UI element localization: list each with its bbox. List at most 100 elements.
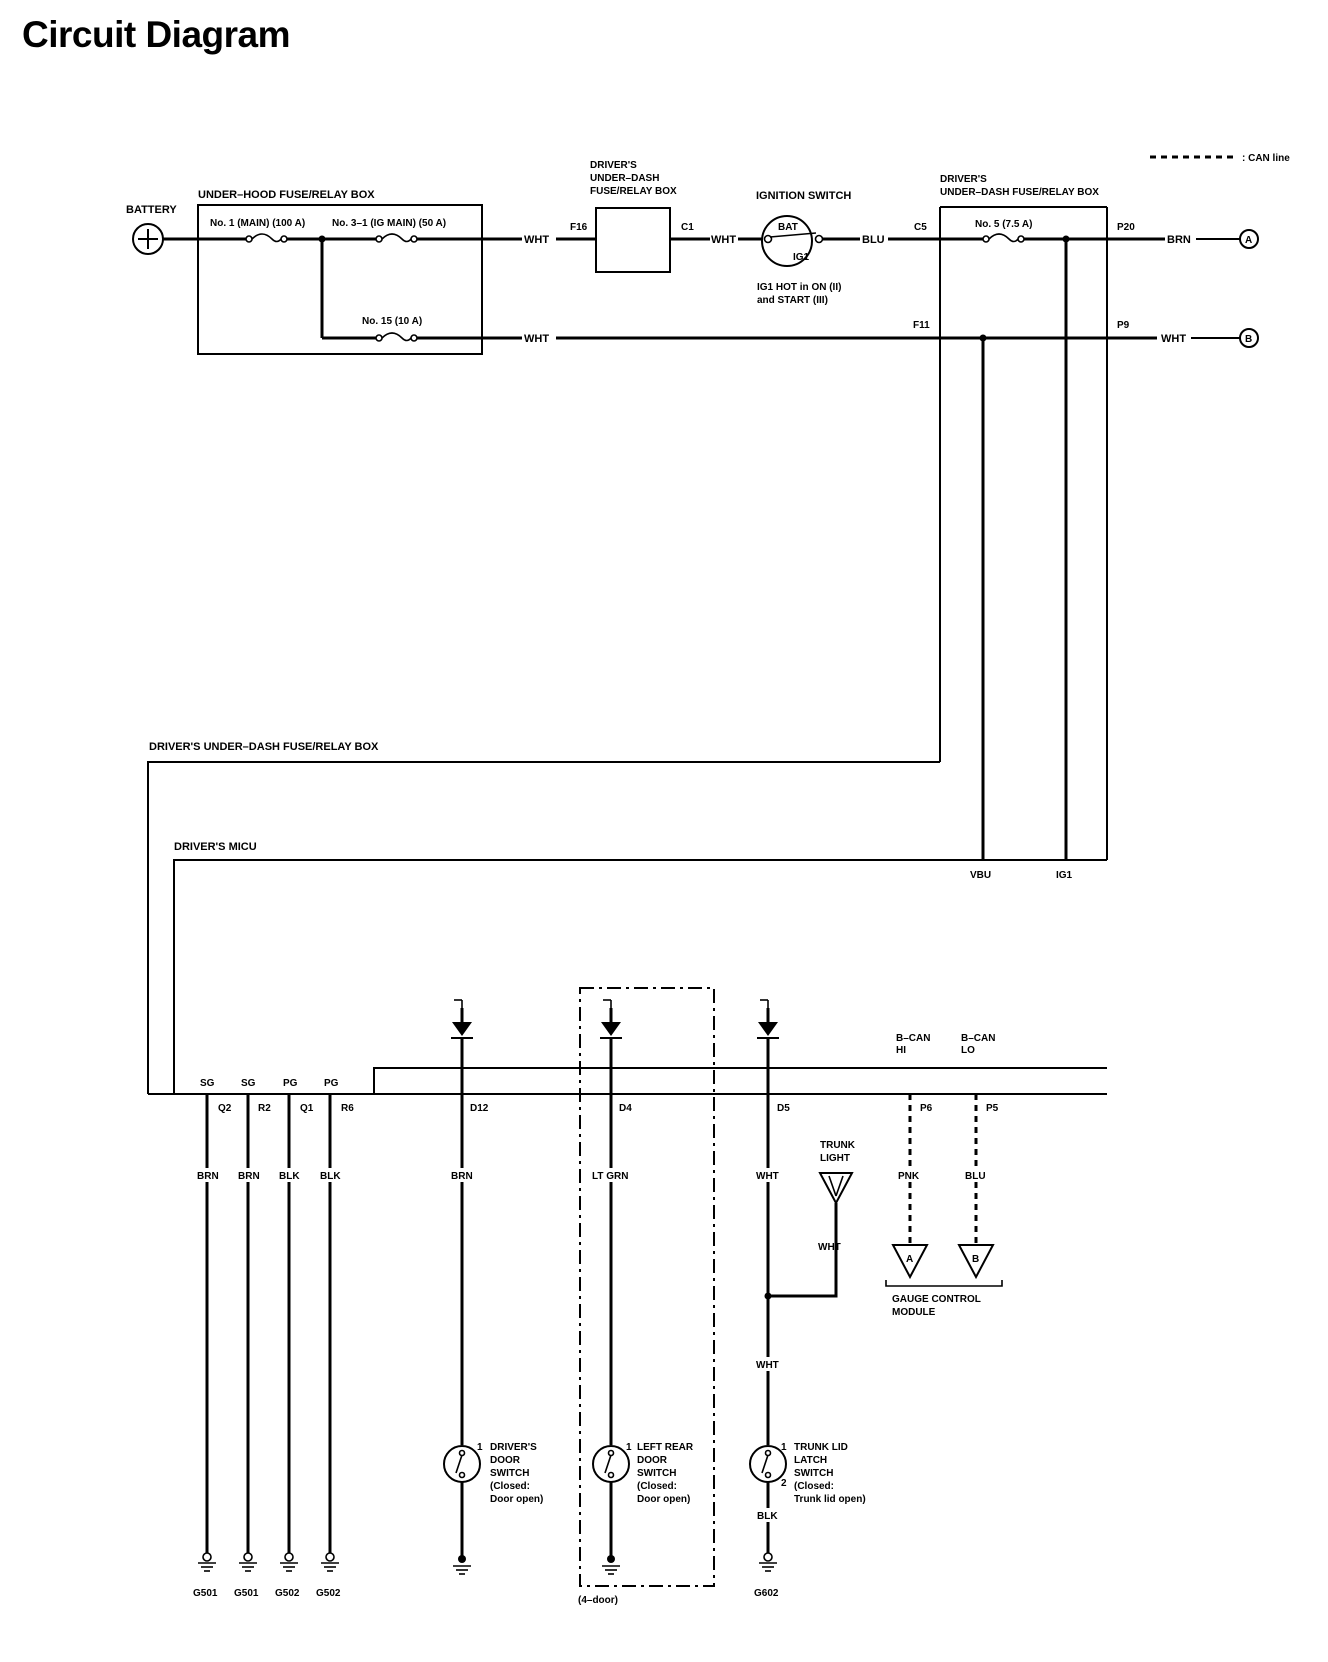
left-rear-door-pin1: 1 xyxy=(626,1442,632,1453)
gauge-terminal-b-label: B xyxy=(972,1254,979,1265)
pin-sg1: SG xyxy=(200,1078,215,1089)
connector-d5: D5 xyxy=(777,1103,790,1114)
ground-wires xyxy=(205,1094,332,1553)
gauge-module-l1: GAUGE CONTROL xyxy=(892,1294,981,1305)
gauge-terminal-b xyxy=(957,1244,995,1280)
left-rear-door-switch-l3: SWITCH xyxy=(637,1468,676,1479)
battery-symbol xyxy=(132,223,164,255)
pin-pg2: PG xyxy=(324,1078,339,1089)
wire-color-brn-q2: BRN xyxy=(197,1171,219,1182)
wire-color-blk-trunk: BLK xyxy=(757,1511,778,1522)
drivers-door-switch-l1: DRIVER'S xyxy=(490,1442,537,1453)
drivers-dash-box-long-label: DRIVER'S UNDER–DASH FUSE/RELAY BOX xyxy=(149,741,379,753)
gauge-terminal-a-label: A xyxy=(906,1254,913,1265)
drivers-dash-box-top-l2: UNDER–DASH xyxy=(590,173,659,184)
page-title: Circuit Diagram xyxy=(22,14,291,55)
drivers-door-switch-l4: (Closed: xyxy=(490,1481,530,1492)
trunk-latch-switch-l1: TRUNK LID xyxy=(794,1442,848,1453)
left-rear-door-switch-l1: LEFT REAR xyxy=(637,1442,694,1453)
bcan-lo-l2: LO xyxy=(961,1045,975,1056)
connector-p6: P6 xyxy=(920,1103,933,1114)
connector-d12: D12 xyxy=(470,1103,489,1114)
left-rear-door-switch-l2: DOOR xyxy=(637,1455,668,1466)
ignition-bat-label: BAT xyxy=(778,222,798,233)
wire-color-wht-lower: WHT xyxy=(756,1360,779,1371)
terminal-b-label: B xyxy=(1245,334,1252,345)
diode-d5 xyxy=(757,999,779,1039)
drivers-door-switch-l2: DOOR xyxy=(490,1455,521,1466)
wire-color-wht1: WHT xyxy=(524,234,549,246)
four-door-option-box xyxy=(579,987,715,1587)
bcan-hi-l1: B–CAN xyxy=(896,1033,930,1044)
drivers-door-switch-symbol xyxy=(443,1445,481,1483)
connector-d4: D4 xyxy=(619,1103,632,1114)
connector-f11: F11 xyxy=(913,320,930,331)
micu-ig1-label: IG1 xyxy=(1056,870,1073,881)
wire-color-brn-a: BRN xyxy=(1167,234,1191,246)
connector-r2: R2 xyxy=(258,1103,271,1114)
ground-dot xyxy=(458,1555,466,1563)
drivers-dash-box-top-l1: DRIVER'S xyxy=(590,160,637,171)
under-hood-box-label: UNDER–HOOD FUSE/RELAY BOX xyxy=(198,189,375,201)
wire-color-wht-d5: WHT xyxy=(756,1171,779,1182)
drivers-dash-box-small xyxy=(595,207,671,273)
drivers-door-pin1: 1 xyxy=(477,1442,483,1453)
connector-r6: R6 xyxy=(341,1103,354,1114)
pin-pg1: PG xyxy=(283,1078,298,1089)
fuse-5-label: No. 5 (7.5 A) xyxy=(975,219,1032,230)
wire-color-blk-r6: BLK xyxy=(320,1171,341,1182)
ignition-note-l2: and START (III) xyxy=(757,295,828,306)
wire-color-blk-q1: BLK xyxy=(279,1171,300,1182)
connector-p20: P20 xyxy=(1117,222,1135,233)
fuse-main-symbol xyxy=(245,233,288,243)
under-hood-fuse-box xyxy=(197,204,483,355)
diode-d4 xyxy=(600,999,622,1039)
fuse-15-symbol xyxy=(375,332,418,342)
ignition-ig1-label: IG1 xyxy=(793,252,810,263)
wire-color-wht2: WHT xyxy=(711,234,736,246)
trunk-light-l2: LIGHT xyxy=(820,1153,850,1164)
connector-p5: P5 xyxy=(986,1103,999,1114)
trunk-latch-switch-l2: LATCH xyxy=(794,1455,827,1466)
drivers-micu-label: DRIVER'S MICU xyxy=(174,841,257,853)
connector-c5: C5 xyxy=(914,222,927,233)
ground-symbol-g502b xyxy=(321,1552,339,1572)
drivers-dash-box-top-l3: FUSE/RELAY BOX xyxy=(590,186,677,197)
trunk-latch-pin2: 2 xyxy=(781,1478,787,1489)
ground-g501-1: G501 xyxy=(193,1588,218,1599)
gauge-module-l2: MODULE xyxy=(892,1307,936,1318)
four-door-label: (4–door) xyxy=(578,1595,618,1606)
bcan-lo-l1: B–CAN xyxy=(961,1033,995,1044)
left-rear-door-switch-l5: Door open) xyxy=(637,1494,690,1505)
wire-color-blu-lo: BLU xyxy=(965,1171,986,1182)
connector-q2: Q2 xyxy=(218,1103,232,1114)
pin-sg2: SG xyxy=(241,1078,256,1089)
wire-color-brn-d12: BRN xyxy=(451,1171,473,1182)
can-line-legend-label: : CAN line xyxy=(1242,153,1290,164)
connector-c1: C1 xyxy=(681,222,694,233)
ground-symbol-g502a xyxy=(280,1552,298,1572)
micu-vbu-label: VBU xyxy=(970,870,991,881)
wire-color-wht-b: WHT xyxy=(1161,333,1186,345)
trunk-light-symbol xyxy=(818,1172,854,1206)
fuse-ig-main-label: No. 3–1 (IG MAIN) (50 A) xyxy=(332,218,446,229)
ground-symbol-d12 xyxy=(453,1565,471,1575)
trunk-latch-switch-l5: Trunk lid open) xyxy=(794,1494,866,1505)
fuse-5-symbol xyxy=(982,233,1025,243)
drivers-door-switch-l3: SWITCH xyxy=(490,1468,529,1479)
connector-p9: P9 xyxy=(1117,320,1130,331)
ground-symbol-g602 xyxy=(759,1552,777,1572)
ground-symbol-g501b xyxy=(239,1552,257,1572)
wire-color-brn-r2: BRN xyxy=(238,1171,260,1182)
terminal-a-circle xyxy=(1239,229,1259,249)
fuse-15-label: No. 15 (10 A) xyxy=(362,316,422,327)
trunk-light-l1: TRUNK xyxy=(820,1140,856,1151)
fuse-ig-main-symbol xyxy=(375,233,418,243)
left-rear-door-switch-l4: (Closed: xyxy=(637,1481,677,1492)
drivers-door-switch-l5: Door open) xyxy=(490,1494,543,1505)
wire-color-ltgrn-d4: LT GRN xyxy=(592,1171,628,1182)
diode-d12 xyxy=(451,999,473,1039)
ground-symbol-g501a xyxy=(198,1552,216,1572)
wire-color-blu-ign: BLU xyxy=(862,234,885,246)
